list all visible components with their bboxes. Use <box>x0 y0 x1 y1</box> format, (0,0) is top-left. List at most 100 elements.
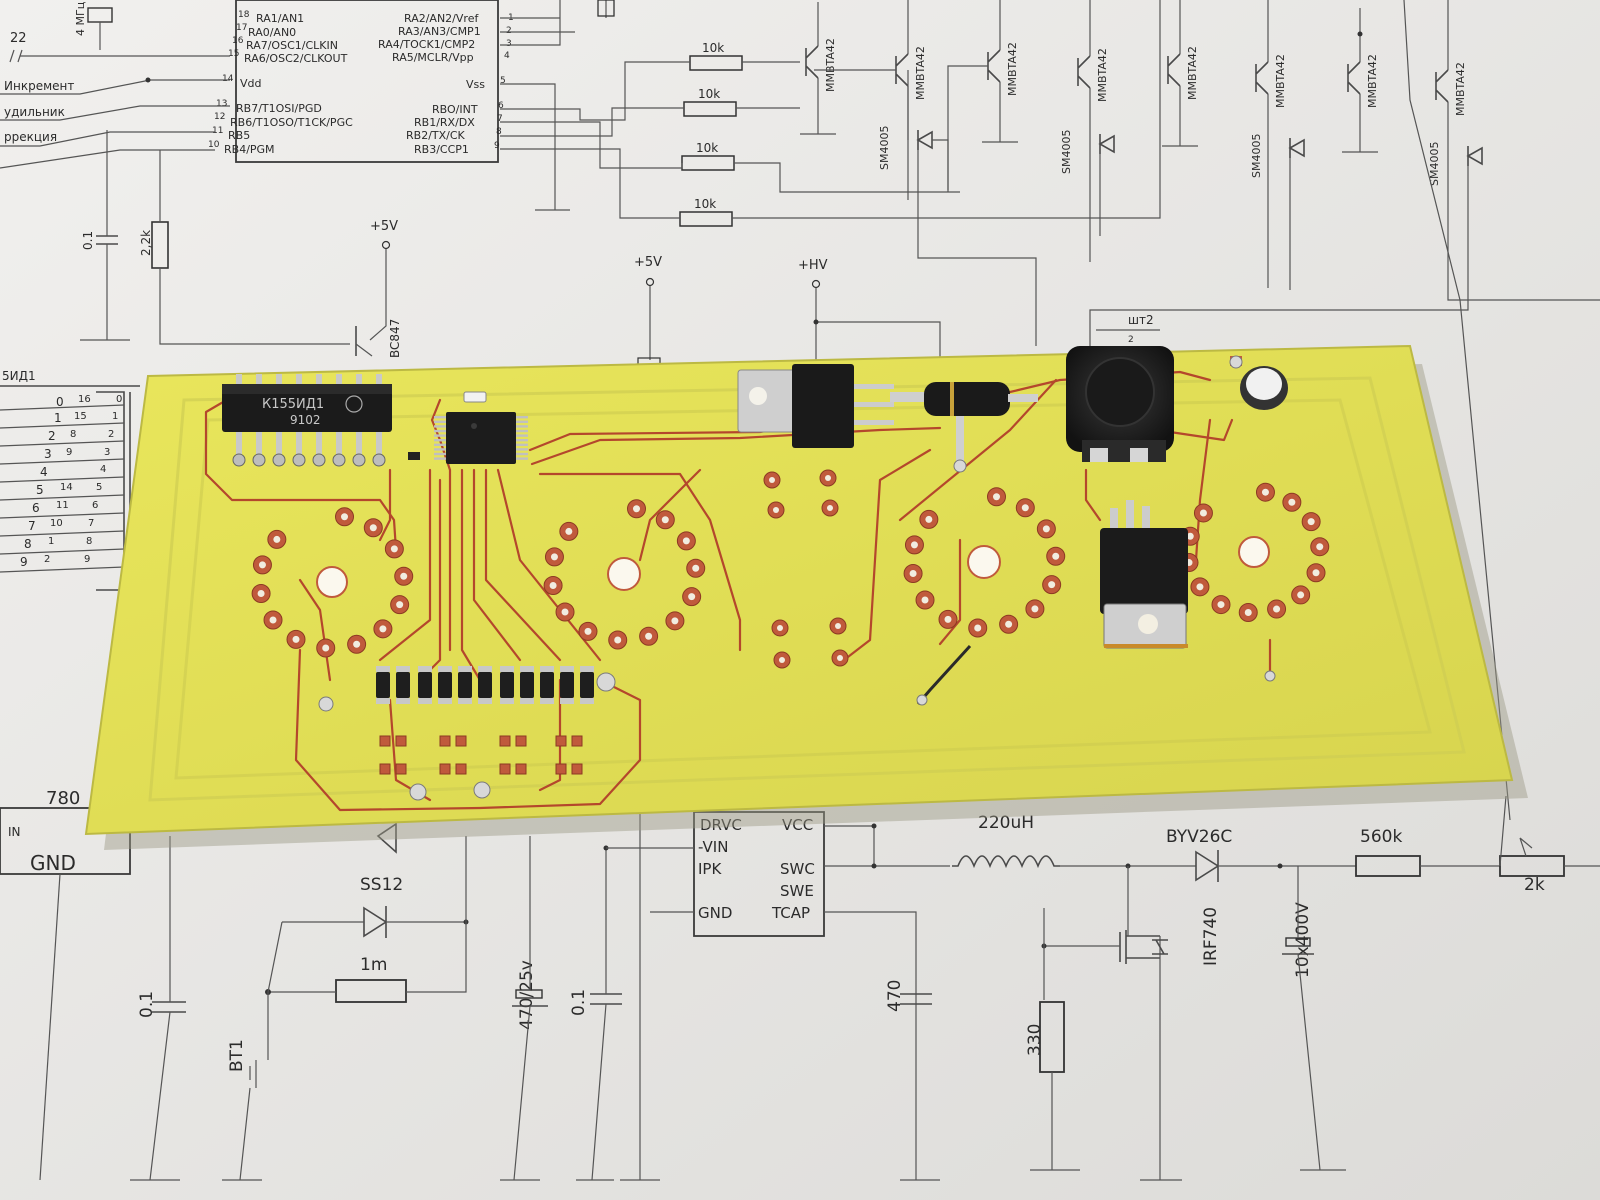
socket-pad <box>1267 599 1287 619</box>
socket-pad <box>390 595 410 615</box>
dip-leg <box>232 374 246 467</box>
socket-pad <box>1301 512 1321 532</box>
ic-swe: SWE <box>780 882 814 900</box>
decoder-chip: К155ИД1 9102 <box>222 374 392 467</box>
left-inputs: Инкремент удильник ррекция <box>0 77 230 169</box>
mcu-pin-left-8: RB4/PGM <box>224 143 275 156</box>
d1: SM4005 <box>1060 130 1073 174</box>
socket-pad <box>1036 519 1056 539</box>
smd-pad <box>439 735 451 747</box>
transistors: MMBTA42 MMBTA42 MMBTA42 MMBTA42 MMBTA42 <box>800 0 1600 301</box>
smd-pad <box>571 763 583 775</box>
socket-pad <box>665 611 685 631</box>
mcu-pin-left-5: RB7/T1OSI/PGD <box>236 102 322 115</box>
bt1-label: BT1 <box>227 1039 247 1072</box>
dec-a5: 11 <box>56 500 69 511</box>
mcu-pin-left-6: RB6/T1OSO/T1CK/PGC <box>230 116 353 129</box>
smd-pad <box>455 735 467 747</box>
smd-pad <box>455 763 467 775</box>
socket-pad <box>987 487 1007 507</box>
dec-b0: 0 <box>116 394 122 405</box>
smd-leg <box>516 420 528 423</box>
input-alarm: удильник <box>4 105 65 119</box>
mcu-right-pins: RA2/AN2/Vref RA3/AN3/CMP1 RA4/TOCK1/CMP2… <box>378 12 485 156</box>
dec-a2: 8 <box>70 429 76 440</box>
nixie-socket-1 <box>316 566 348 598</box>
mcu-pin-left-0: RA1/AN1 <box>256 12 304 25</box>
smd-resistor <box>418 666 432 704</box>
cap-01-left-label: 0.1 <box>81 231 95 250</box>
pin-num-r3: 4 <box>504 51 510 61</box>
t0: MMBTA42 <box>824 38 837 92</box>
socket-pad <box>938 609 958 629</box>
mcu-pin-right-7: RB2/TX/CK <box>406 129 466 142</box>
pot-2k-label: 2k <box>1524 875 1545 895</box>
regulator-box <box>0 807 131 875</box>
t4: MMBTA42 <box>1186 46 1199 100</box>
smd-resistor <box>458 666 472 704</box>
socket-pad <box>335 507 355 527</box>
diode-byv-label: BYV26C <box>1166 827 1232 847</box>
dec-b5: 5 <box>96 482 102 493</box>
nixie-socket-3 <box>967 545 1001 579</box>
smd-resistor <box>500 666 514 704</box>
cap-470-25v-label: 470/25v <box>517 960 537 1030</box>
nixie-socket-pads <box>251 482 1330 658</box>
ic-ipk: IPK <box>698 860 722 878</box>
input-increment: Инкремент <box>4 79 74 93</box>
res-330-label: 330 <box>1025 1024 1045 1056</box>
smd-pad <box>499 763 511 775</box>
r-1m-label: 1m <box>360 955 387 975</box>
dec-l8: 8 <box>24 537 32 551</box>
mcu-pin-left-3: RA6/OSC2/CLKOUT <box>244 52 348 65</box>
power-inductor <box>1066 346 1174 462</box>
mcu-pin-left-1: RA0/AN0 <box>248 26 296 39</box>
smd-pad <box>515 763 527 775</box>
schematic-upper: RA1/AN1 RA0/AN0 RA7/OSC1/CLKIN RA6/OSC2/… <box>0 0 1600 592</box>
mcu-box <box>235 0 499 163</box>
smd-pad <box>395 763 407 775</box>
pin-num-r4: 5 <box>500 76 506 86</box>
socket-pad <box>686 558 706 578</box>
dec-l5: 5 <box>36 483 44 497</box>
pin-num-l3: 15 <box>228 49 239 59</box>
res-22k-label: 2,2k <box>139 230 153 256</box>
socket-pad <box>394 566 414 586</box>
connector-label: шт2 <box>1128 313 1154 327</box>
smd-leg <box>434 439 446 442</box>
mcu-pin-right-4: Vss <box>466 78 485 91</box>
dec-l7: 7 <box>28 519 36 533</box>
socket-pad <box>1025 599 1045 619</box>
nixie-socket-2 <box>607 557 641 591</box>
pin-num-r5: 6 <box>498 101 504 111</box>
socket-pad <box>1193 503 1213 523</box>
pin-num-r8: 9 <box>494 141 500 151</box>
mcu-pin-left-2: RA7/OSC1/CLKIN <box>246 39 338 52</box>
socket-pad <box>627 499 647 519</box>
dec-l6: 6 <box>32 501 40 515</box>
res-10k-3: 10k <box>694 197 716 211</box>
mcu-pin-right-0: RA2/AN2/Vref <box>404 12 479 25</box>
power-hv: +HV <box>798 258 828 273</box>
dec-l3: 3 <box>44 447 52 461</box>
socket-pad <box>676 531 696 551</box>
smd-pad <box>515 735 527 747</box>
pin-num-r1: 2 <box>506 26 512 36</box>
smd-leg <box>516 434 528 437</box>
decoder-schematic: 5ИД1 0 1 2 3 4 5 6 7 8 9 16 15 8 9 14 <box>0 369 140 592</box>
socket-pad <box>1291 585 1311 605</box>
dcdc-ic-pins: DRVC -VIN IPK GND VCC SWC SWE TCAP <box>698 816 815 922</box>
decoder-pin-nums-b: 0 1 2 3 4 5 6 7 8 9 <box>84 394 122 565</box>
smd-pad <box>571 735 583 747</box>
smd-pad <box>439 763 451 775</box>
smd-resistor-top <box>408 452 420 460</box>
socket-pad <box>363 518 383 538</box>
smd-resistor <box>560 666 574 704</box>
t6: MMBTA42 <box>1366 54 1379 108</box>
smd-leg <box>516 416 528 419</box>
smd-leg <box>434 434 446 437</box>
smd-resistor <box>438 666 452 704</box>
dec-a3: 9 <box>66 447 72 458</box>
socket-pad <box>655 510 675 530</box>
